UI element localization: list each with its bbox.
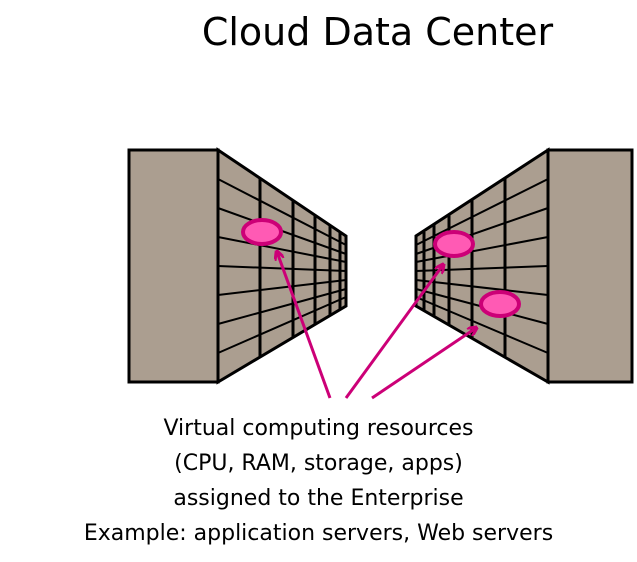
virtual-resource-icon [241, 218, 283, 246]
pointer-arrow-icon [371, 328, 476, 400]
caption-line: assigned to the Enterprise [173, 486, 464, 511]
caption-line: Virtual computing resources [163, 416, 474, 441]
virtual-resource-icon [433, 230, 475, 258]
caption-line: Example: application servers, Web server… [83, 521, 554, 546]
left-server-rack [127, 147, 348, 385]
caption-line: (CPU, RAM, storage, apps) [174, 451, 463, 476]
pointer-arrow-icon [344, 265, 443, 399]
virtual-resource-icon [479, 290, 521, 318]
page-title: Cloud Data Center [201, 10, 554, 54]
resource-caption: Virtual computing resources (CPU, RAM, s… [0, 411, 637, 551]
pointer-arrow-icon [277, 252, 332, 399]
